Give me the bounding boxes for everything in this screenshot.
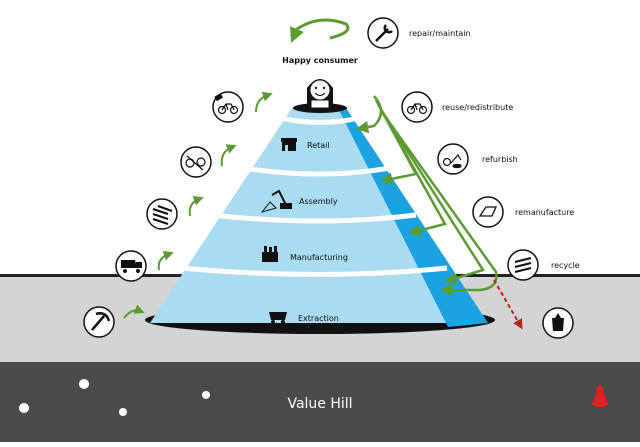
new-bicycle-icon bbox=[217, 103, 239, 115]
litter-icons bbox=[19, 379, 210, 416]
left-stage-bars bbox=[146, 198, 178, 230]
bike-frame-icon bbox=[478, 206, 498, 217]
loop-recycle: recycle bbox=[507, 249, 580, 281]
left-stage-parts bbox=[180, 146, 212, 178]
pickaxe-icon bbox=[91, 312, 111, 331]
factory-icon bbox=[262, 246, 278, 262]
loop-label-remanufacture: remanufacture bbox=[515, 208, 574, 217]
waste-icon-circle bbox=[542, 307, 574, 339]
tubes-icon bbox=[514, 257, 532, 273]
loop-label-repair: repair/maintain bbox=[409, 29, 471, 38]
left-stage-truck bbox=[115, 250, 147, 282]
layer-label-manufacturing: Manufacturing bbox=[290, 253, 348, 262]
left-progress-arrows bbox=[123, 91, 273, 319]
layer-label-assembly: Assembly bbox=[299, 197, 338, 206]
loop-arrows bbox=[355, 95, 498, 297]
bike-parts-icon bbox=[185, 155, 206, 171]
loop-label-reuse: reuse/redistribute bbox=[442, 103, 513, 112]
loop-remanufacture: remanufacture bbox=[472, 196, 574, 228]
loop-label-recycle: recycle bbox=[551, 261, 580, 270]
loop-repair: repair/maintain bbox=[367, 17, 471, 49]
loop-refurbish: refurbish bbox=[437, 143, 518, 175]
dump-truck-icon bbox=[121, 260, 142, 273]
underground-band bbox=[0, 362, 640, 442]
left-stage-bicycle bbox=[212, 91, 244, 123]
left-stage-pickaxe bbox=[83, 306, 115, 338]
layer-label-retail: Retail bbox=[307, 141, 330, 150]
loop-label-refurbish: refurbish bbox=[482, 155, 518, 164]
wrench-icon bbox=[375, 24, 393, 42]
happy-consumer-icon bbox=[293, 79, 347, 113]
robot-arm-icon bbox=[260, 189, 292, 213]
loop-reuse: reuse/redistribute bbox=[401, 91, 513, 123]
waste-arrow bbox=[493, 279, 523, 330]
waste-bag-icon bbox=[592, 384, 608, 408]
diagram-title: Value Hill bbox=[287, 396, 352, 412]
bicycle-icon bbox=[406, 103, 428, 115]
mine-cart-icon bbox=[269, 312, 287, 324]
steel-bars-icon bbox=[152, 205, 173, 225]
broken-bicycle-icon bbox=[442, 153, 462, 169]
happy-consumer-label: Happy consumer bbox=[282, 56, 358, 65]
layer-label-extraction: Extraction bbox=[298, 314, 339, 323]
trash-bag-icon bbox=[552, 318, 564, 331]
top-loop-arrow bbox=[290, 18, 350, 43]
shop-icon bbox=[281, 138, 297, 151]
